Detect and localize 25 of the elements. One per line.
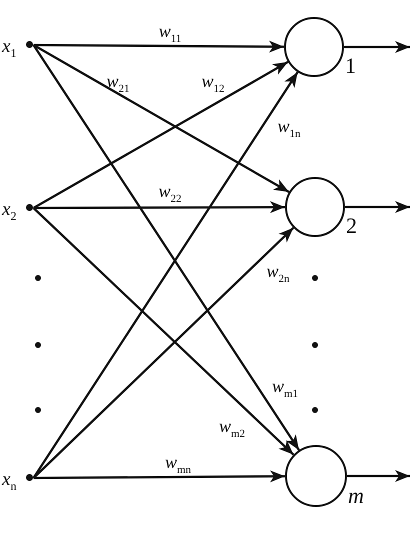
weight-label: w$_{12}$ bbox=[202, 71, 224, 97]
weight-label: w$_{m1}$ bbox=[272, 376, 298, 402]
output-arrow bbox=[344, 41, 410, 53]
weight-arrow bbox=[32, 207, 294, 456]
weight-label: w$_{21}$ bbox=[106, 71, 130, 97]
neuron-number: 2 bbox=[346, 215, 357, 237]
output-arrow bbox=[347, 470, 410, 482]
input-label: x$_{n}$ bbox=[2, 470, 16, 495]
weight-label: w$_{11}$ bbox=[158, 21, 182, 47]
weight-arrow bbox=[34, 470, 285, 482]
weight-arrow bbox=[32, 226, 294, 479]
weight-arrow bbox=[34, 201, 285, 214]
weight-label: w$_{1n}$ bbox=[278, 116, 300, 142]
weight-label: w$_{22}$ bbox=[158, 181, 182, 207]
input-label: x$_{1}$ bbox=[2, 37, 16, 62]
weight-label: w$_{2n}$ bbox=[266, 261, 290, 287]
weight-arrow bbox=[32, 60, 289, 209]
weight-label: w$_{mn}$ bbox=[164, 452, 192, 478]
neuron-number: m bbox=[348, 485, 364, 507]
neuron-number: 1 bbox=[345, 55, 356, 77]
input-label: x$_{2}$ bbox=[2, 200, 16, 225]
output-arrow bbox=[345, 201, 410, 213]
weight-arrow bbox=[32, 44, 290, 194]
weight-arrow bbox=[34, 40, 284, 53]
weight-label: w$_{m2}$ bbox=[218, 416, 246, 442]
